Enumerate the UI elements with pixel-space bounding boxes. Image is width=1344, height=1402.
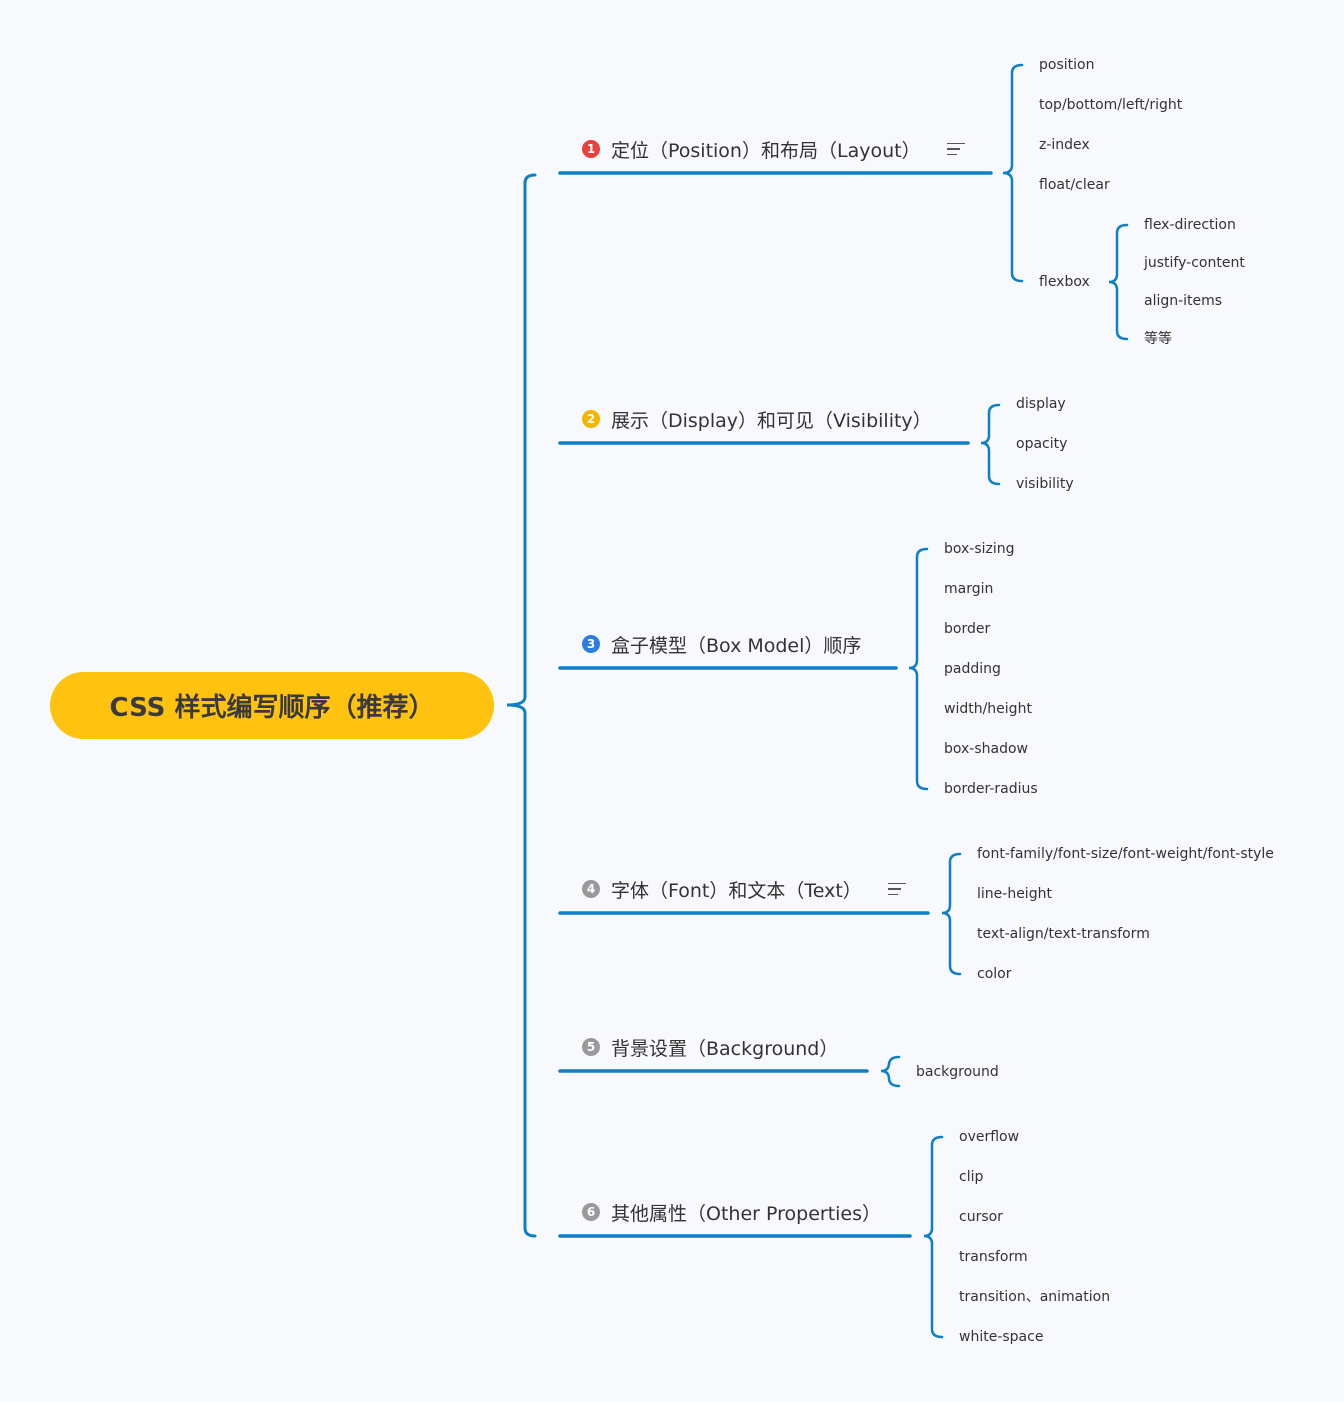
note-icon[interactable] xyxy=(946,141,965,157)
leaf-topic[interactable]: margin xyxy=(944,581,994,597)
leaf-topic[interactable]: visibility xyxy=(1016,476,1074,492)
main-brace xyxy=(506,173,537,1238)
leaf-brace xyxy=(908,547,929,791)
leaf-brace xyxy=(941,852,962,976)
branch-label: 定位（Position）和布局（Layout） xyxy=(611,139,921,162)
leaf-topic[interactable]: opacity xyxy=(1016,436,1068,452)
branch-topic-other[interactable]: 6 其他属性（Other Properties） xyxy=(582,1197,881,1227)
leaf-topic[interactable]: display xyxy=(1016,396,1066,412)
leaf-topic[interactable]: background xyxy=(916,1064,999,1080)
leaf-topic[interactable]: color xyxy=(977,966,1012,982)
number-badge-icon: 1 xyxy=(582,140,600,158)
leaf-brace xyxy=(923,1135,944,1339)
branch-label: 字体（Font）和文本（Text） xyxy=(611,879,862,902)
leaf-brace xyxy=(980,403,1001,486)
leaf-brace xyxy=(1108,223,1129,341)
leaf-topic[interactable]: z-index xyxy=(1039,137,1090,153)
branch-label: 展示（Display）和可见（Visibility） xyxy=(611,409,932,432)
subleaf-topic[interactable]: align-items xyxy=(1144,293,1223,309)
root-topic[interactable]: CSS 样式编写顺序（推荐） xyxy=(50,672,494,739)
leaf-topic[interactable]: float/clear xyxy=(1039,177,1110,193)
number-badge-icon: 5 xyxy=(582,1038,600,1056)
leaf-topic[interactable]: position xyxy=(1039,57,1095,73)
branch-topic-font-text[interactable]: 4 字体（Font）和文本（Text） xyxy=(582,874,906,904)
branch-label: 其他属性（Other Properties） xyxy=(611,1202,882,1225)
branch-label: 背景设置（Background） xyxy=(611,1037,839,1060)
leaf-brace xyxy=(1002,63,1024,283)
leaf-topic-flexbox[interactable]: flexbox xyxy=(1039,274,1090,290)
leaf-topic[interactable]: line-height xyxy=(977,886,1052,902)
branch-topic-positioning[interactable]: 1 定位（Position）和布局（Layout） xyxy=(582,134,965,164)
leaf-topic[interactable]: border-radius xyxy=(944,781,1038,797)
leaf-topic[interactable]: top/bottom/left/right xyxy=(1039,97,1183,113)
subleaf-topic[interactable]: 等等 xyxy=(1144,331,1172,347)
number-badge-icon: 3 xyxy=(582,635,600,653)
subleaf-topic[interactable]: flex-direction xyxy=(1144,217,1236,233)
branch-topic-box-model[interactable]: 3 盒子模型（Box Model）顺序 xyxy=(582,629,861,659)
leaf-brace xyxy=(880,1055,901,1088)
leaf-topic[interactable]: box-sizing xyxy=(944,541,1015,557)
leaf-topic[interactable]: text-align/text-transform xyxy=(977,926,1150,942)
leaf-topic[interactable]: box-shadow xyxy=(944,741,1029,757)
branch-label: 盒子模型（Box Model）顺序 xyxy=(611,634,862,657)
leaf-topic[interactable]: cursor xyxy=(959,1209,1003,1225)
leaf-topic[interactable]: font-family/font-size/font-weight/font-s… xyxy=(977,846,1274,862)
leaf-topic[interactable]: clip xyxy=(959,1169,984,1185)
leaf-topic[interactable]: overflow xyxy=(959,1129,1020,1145)
number-badge-icon: 6 xyxy=(582,1203,600,1221)
branch-topic-background[interactable]: 5 背景设置（Background） xyxy=(582,1032,838,1062)
leaf-topic[interactable]: padding xyxy=(944,661,1001,677)
leaf-topic[interactable]: transform xyxy=(959,1249,1028,1265)
branch-topic-display[interactable]: 2 展示（Display）和可见（Visibility） xyxy=(582,404,932,434)
leaf-topic[interactable]: transition、animation xyxy=(959,1289,1111,1305)
number-badge-icon: 2 xyxy=(582,410,600,428)
note-icon[interactable] xyxy=(887,881,906,897)
leaf-topic[interactable]: border xyxy=(944,621,991,637)
number-badge-icon: 4 xyxy=(582,880,600,898)
subleaf-topic[interactable]: justify-content xyxy=(1144,255,1245,271)
leaf-topic[interactable]: width/height xyxy=(944,701,1032,717)
leaf-topic[interactable]: white-space xyxy=(959,1329,1044,1345)
